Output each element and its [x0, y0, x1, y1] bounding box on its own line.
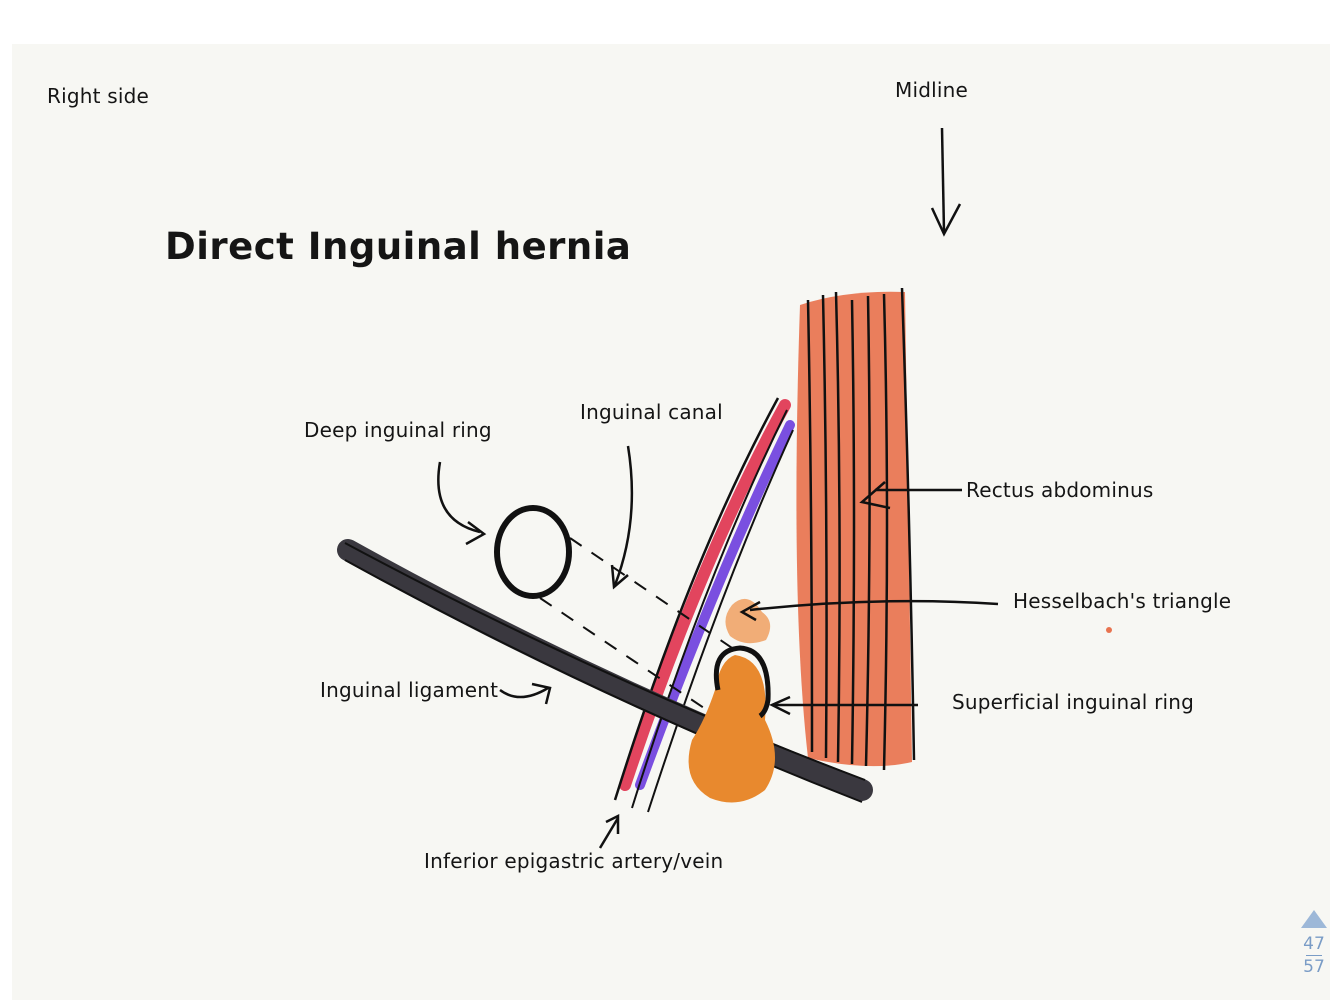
inguinal-ligament-label: Inguinal ligament [320, 678, 499, 702]
rectus-abdominus-muscle [796, 287, 916, 771]
inferior-epigastric-label: Inferior epigastric artery/vein [424, 849, 724, 873]
inferior-epigastric-vessels [613, 397, 795, 813]
pointer-epigastric [598, 813, 620, 849]
deep-inguinal-ring-label: Deep inguinal ring [304, 418, 492, 442]
deep-inguinal-ring [494, 505, 572, 599]
inguinal-canal-outline [539, 537, 736, 713]
inguinal-canal-label: Inguinal canal [580, 400, 723, 424]
right-side-label: Right side [47, 84, 149, 108]
hesselbach-triangle-label: Hesselbach's triangle [1013, 589, 1232, 613]
page-up-icon[interactable] [1301, 910, 1327, 928]
rectus-abdominus-label: Rectus abdominus [966, 478, 1154, 502]
pointer-hesselbach [739, 599, 999, 622]
drawing-canvas [12, 44, 1330, 1000]
page-divider [1306, 955, 1322, 956]
pointer-ligament [499, 682, 552, 705]
pointer-inguinal-canal [610, 445, 634, 590]
midline-label: Midline [895, 78, 969, 102]
midline-arrow [930, 127, 962, 237]
pointer-deep-ring [437, 461, 487, 546]
diagram-title: Direct Inguinal hernia [165, 225, 632, 268]
superficial-inguinal-ring-label: Superficial inguinal ring [952, 690, 1195, 714]
current-page-number: 47 [1303, 934, 1325, 954]
stray-mark [1106, 627, 1112, 633]
inguinal-ligament [337, 539, 873, 803]
page-navigator: 47 57 [1294, 900, 1334, 1000]
pointer-rectus [859, 481, 962, 510]
pointer-superficial-ring [769, 695, 918, 716]
total-page-count: 57 [1303, 957, 1325, 977]
